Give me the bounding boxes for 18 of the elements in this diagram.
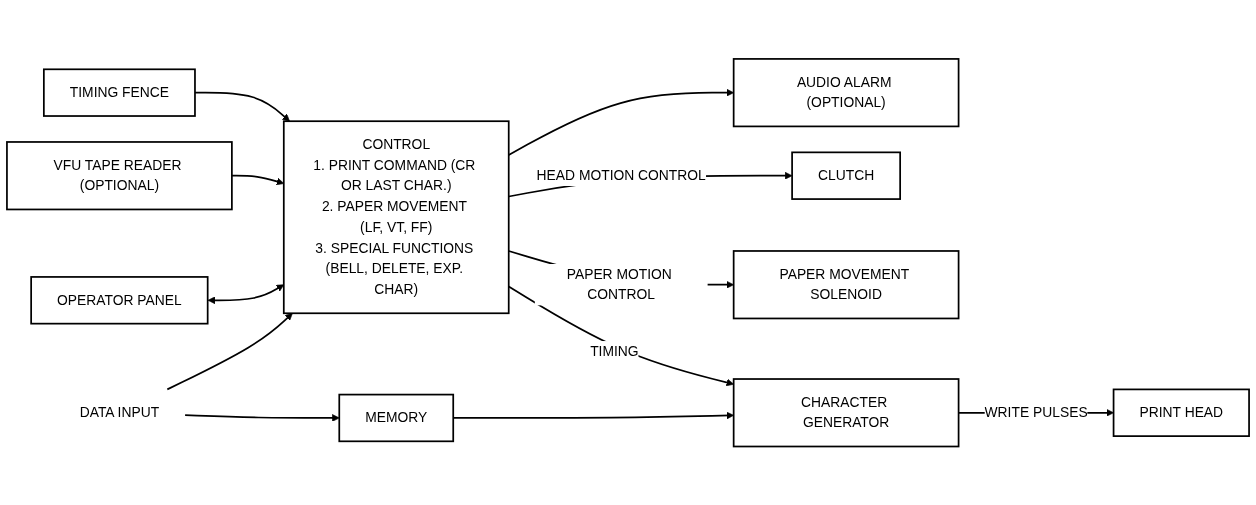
edge-label: PAPER MOTION CONTROL <box>566 266 672 302</box>
arrow <box>166 312 293 391</box>
arrow <box>194 91 290 122</box>
node-box: AUDIO ALARM (OPTIONAL) <box>732 57 960 128</box>
node-box: MEMORY <box>338 393 455 442</box>
node-box: CONTROL 1. PRINT COMMAND (CR OR LAST CHAR.) 2. PAPER MOVEMENT (LF, VT, FF) 3. SPECIAL FUNCTIONS (BELL, DELETE, EXP. CHAR) <box>282 120 510 314</box>
node-box: VFU TAPE READER (OPTIONAL) <box>6 140 233 211</box>
node-text: DATA INPUT <box>79 404 160 420</box>
node-box: CLUTCH <box>791 151 901 200</box>
node-box: TIMING FENCE <box>43 68 196 117</box>
node-box: CHARACTER GENERATOR <box>732 377 960 448</box>
node-box: PRINT HEAD <box>1112 388 1250 437</box>
edge-label: WRITE PULSES <box>984 404 1088 420</box>
arrow <box>184 413 340 422</box>
edge-label: HEAD MOTION CONTROL <box>536 167 706 183</box>
edge-label: TIMING <box>590 343 639 359</box>
node-box: OPERATOR PANEL <box>30 275 209 325</box>
node-box: PAPER MOVEMENT SOLENOID <box>732 249 960 320</box>
